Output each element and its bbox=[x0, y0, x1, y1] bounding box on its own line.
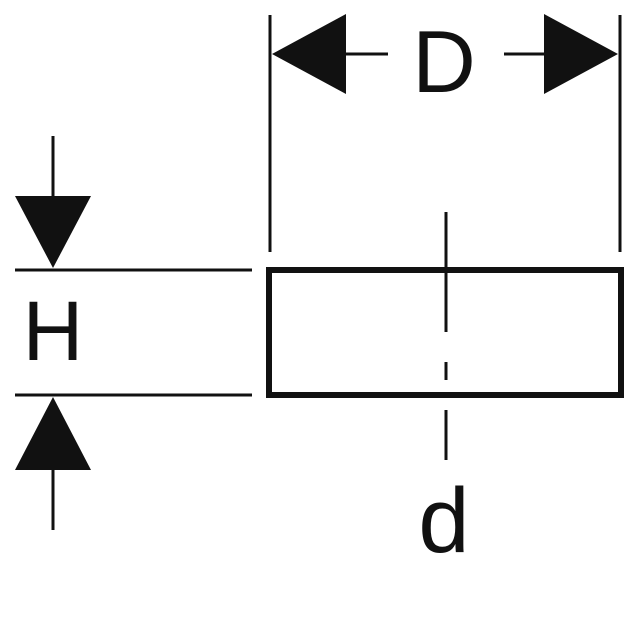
dimension-label-inner-diameter: d bbox=[418, 470, 470, 572]
dimension-label-height: H bbox=[22, 284, 84, 378]
dimension-arrow-right bbox=[544, 14, 618, 94]
dimension-label-outer-diameter: D bbox=[412, 12, 476, 111]
dimension-arrow-left bbox=[272, 14, 346, 94]
dimension-arrow-up bbox=[15, 397, 91, 470]
dimension-arrow-down bbox=[15, 196, 91, 268]
